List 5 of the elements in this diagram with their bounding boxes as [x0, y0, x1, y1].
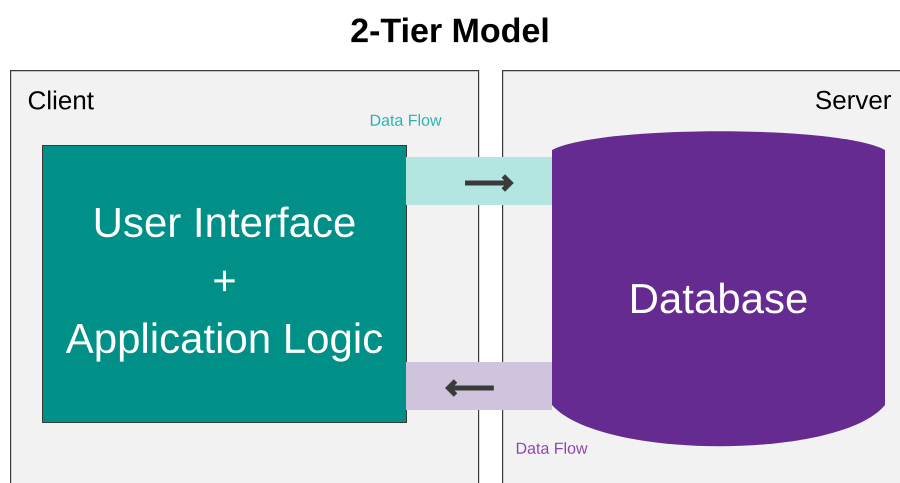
process-box: User Interface + Application Logic: [42, 145, 407, 423]
arrow: [445, 379, 494, 397]
title: 2-Tier Model: [351, 18, 548, 42]
edge-label: Data Flow: [370, 114, 442, 126]
arrow: [465, 174, 514, 192]
